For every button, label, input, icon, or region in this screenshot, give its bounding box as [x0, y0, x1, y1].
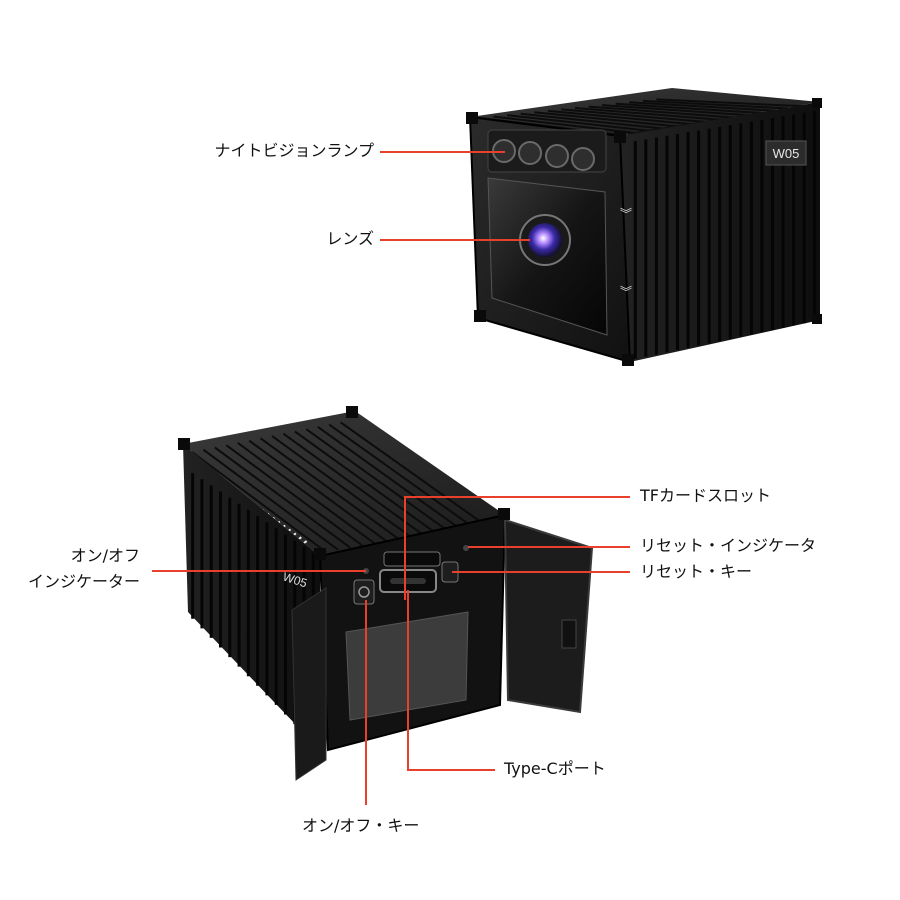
reset-indicator-led	[463, 545, 469, 551]
top-rib	[547, 109, 696, 126]
leader-tf-slot	[404, 496, 630, 600]
top-rib	[602, 104, 751, 117]
leader-lines	[152, 151, 630, 805]
top-rib	[328, 423, 473, 528]
top-rib	[248, 439, 388, 543]
door-latch	[561, 619, 577, 649]
top-ribs	[191, 421, 485, 553]
top-rib	[317, 426, 461, 530]
top-rib	[615, 102, 764, 115]
callout-power-indicator-line2: インジケーター	[27, 572, 140, 591]
callout-night-vision-lamp: ナイトビジョンランプ	[214, 141, 374, 160]
corner-post	[314, 548, 326, 560]
callout-lens: レンズ	[326, 229, 374, 248]
chevron-down-icon: ︾	[620, 207, 632, 221]
callout-reset-indicator: リセット・インジケータ	[640, 536, 817, 555]
type-c-port-slot	[390, 578, 426, 584]
corner-post	[474, 310, 486, 322]
top-rib	[202, 448, 339, 551]
top-rib	[629, 101, 778, 112]
top-rib	[534, 111, 683, 128]
ir-led-lamps	[492, 139, 595, 171]
model-badge-text: W05	[773, 146, 800, 161]
top-rib	[282, 432, 424, 536]
callout-type-c-port: Type-Cポート	[504, 759, 606, 778]
left-door	[291, 587, 327, 781]
top-rib	[214, 446, 351, 549]
corner-post	[498, 508, 510, 520]
callout-power-key: オン/オフ・キー	[302, 816, 420, 835]
rear-top-face	[183, 411, 505, 556]
camera-rear-view: W05	[178, 406, 594, 781]
corner-post	[812, 314, 822, 324]
corner-post	[178, 438, 190, 450]
corner-post	[614, 131, 626, 143]
model-badge	[765, 140, 807, 166]
corner-post	[466, 112, 478, 124]
top-ribs	[479, 98, 805, 137]
side-ribs	[633, 110, 817, 359]
top-rib	[237, 442, 376, 545]
top-rib	[574, 107, 724, 121]
power-key	[353, 579, 375, 605]
ir-led	[571, 147, 595, 171]
top-rib	[259, 437, 400, 540]
ir-led	[545, 144, 569, 168]
callout-reset-key: リセット・キー	[640, 562, 753, 581]
camera-lens	[528, 223, 562, 257]
right-door	[503, 518, 594, 714]
top-rib	[294, 430, 436, 534]
top-rib	[656, 98, 805, 108]
callout-power-indicator-line1: オン/オフ	[70, 546, 140, 565]
corner-post	[812, 98, 822, 108]
top-rib	[225, 444, 364, 547]
chevron-down-icon: ︾	[620, 285, 632, 299]
top-rib	[507, 114, 656, 133]
top-rib	[642, 99, 791, 110]
top-rib	[588, 105, 737, 119]
top-rib	[561, 108, 710, 124]
top-rib	[191, 451, 327, 553]
corner-post	[622, 354, 634, 366]
tf-card-slot	[383, 551, 441, 567]
corner-post	[346, 406, 358, 418]
top-rib	[305, 428, 449, 532]
top-rib	[339, 421, 485, 525]
top-rib	[520, 112, 669, 131]
leader-type-c	[407, 590, 495, 771]
top-rib	[271, 435, 412, 538]
camera-front-view: W05 ︾ ︾	[466, 88, 822, 366]
callout-tf-card-slot: TFカードスロット	[640, 486, 771, 505]
power-icon	[358, 586, 370, 598]
ir-led	[518, 141, 542, 165]
top-rib	[493, 115, 642, 135]
